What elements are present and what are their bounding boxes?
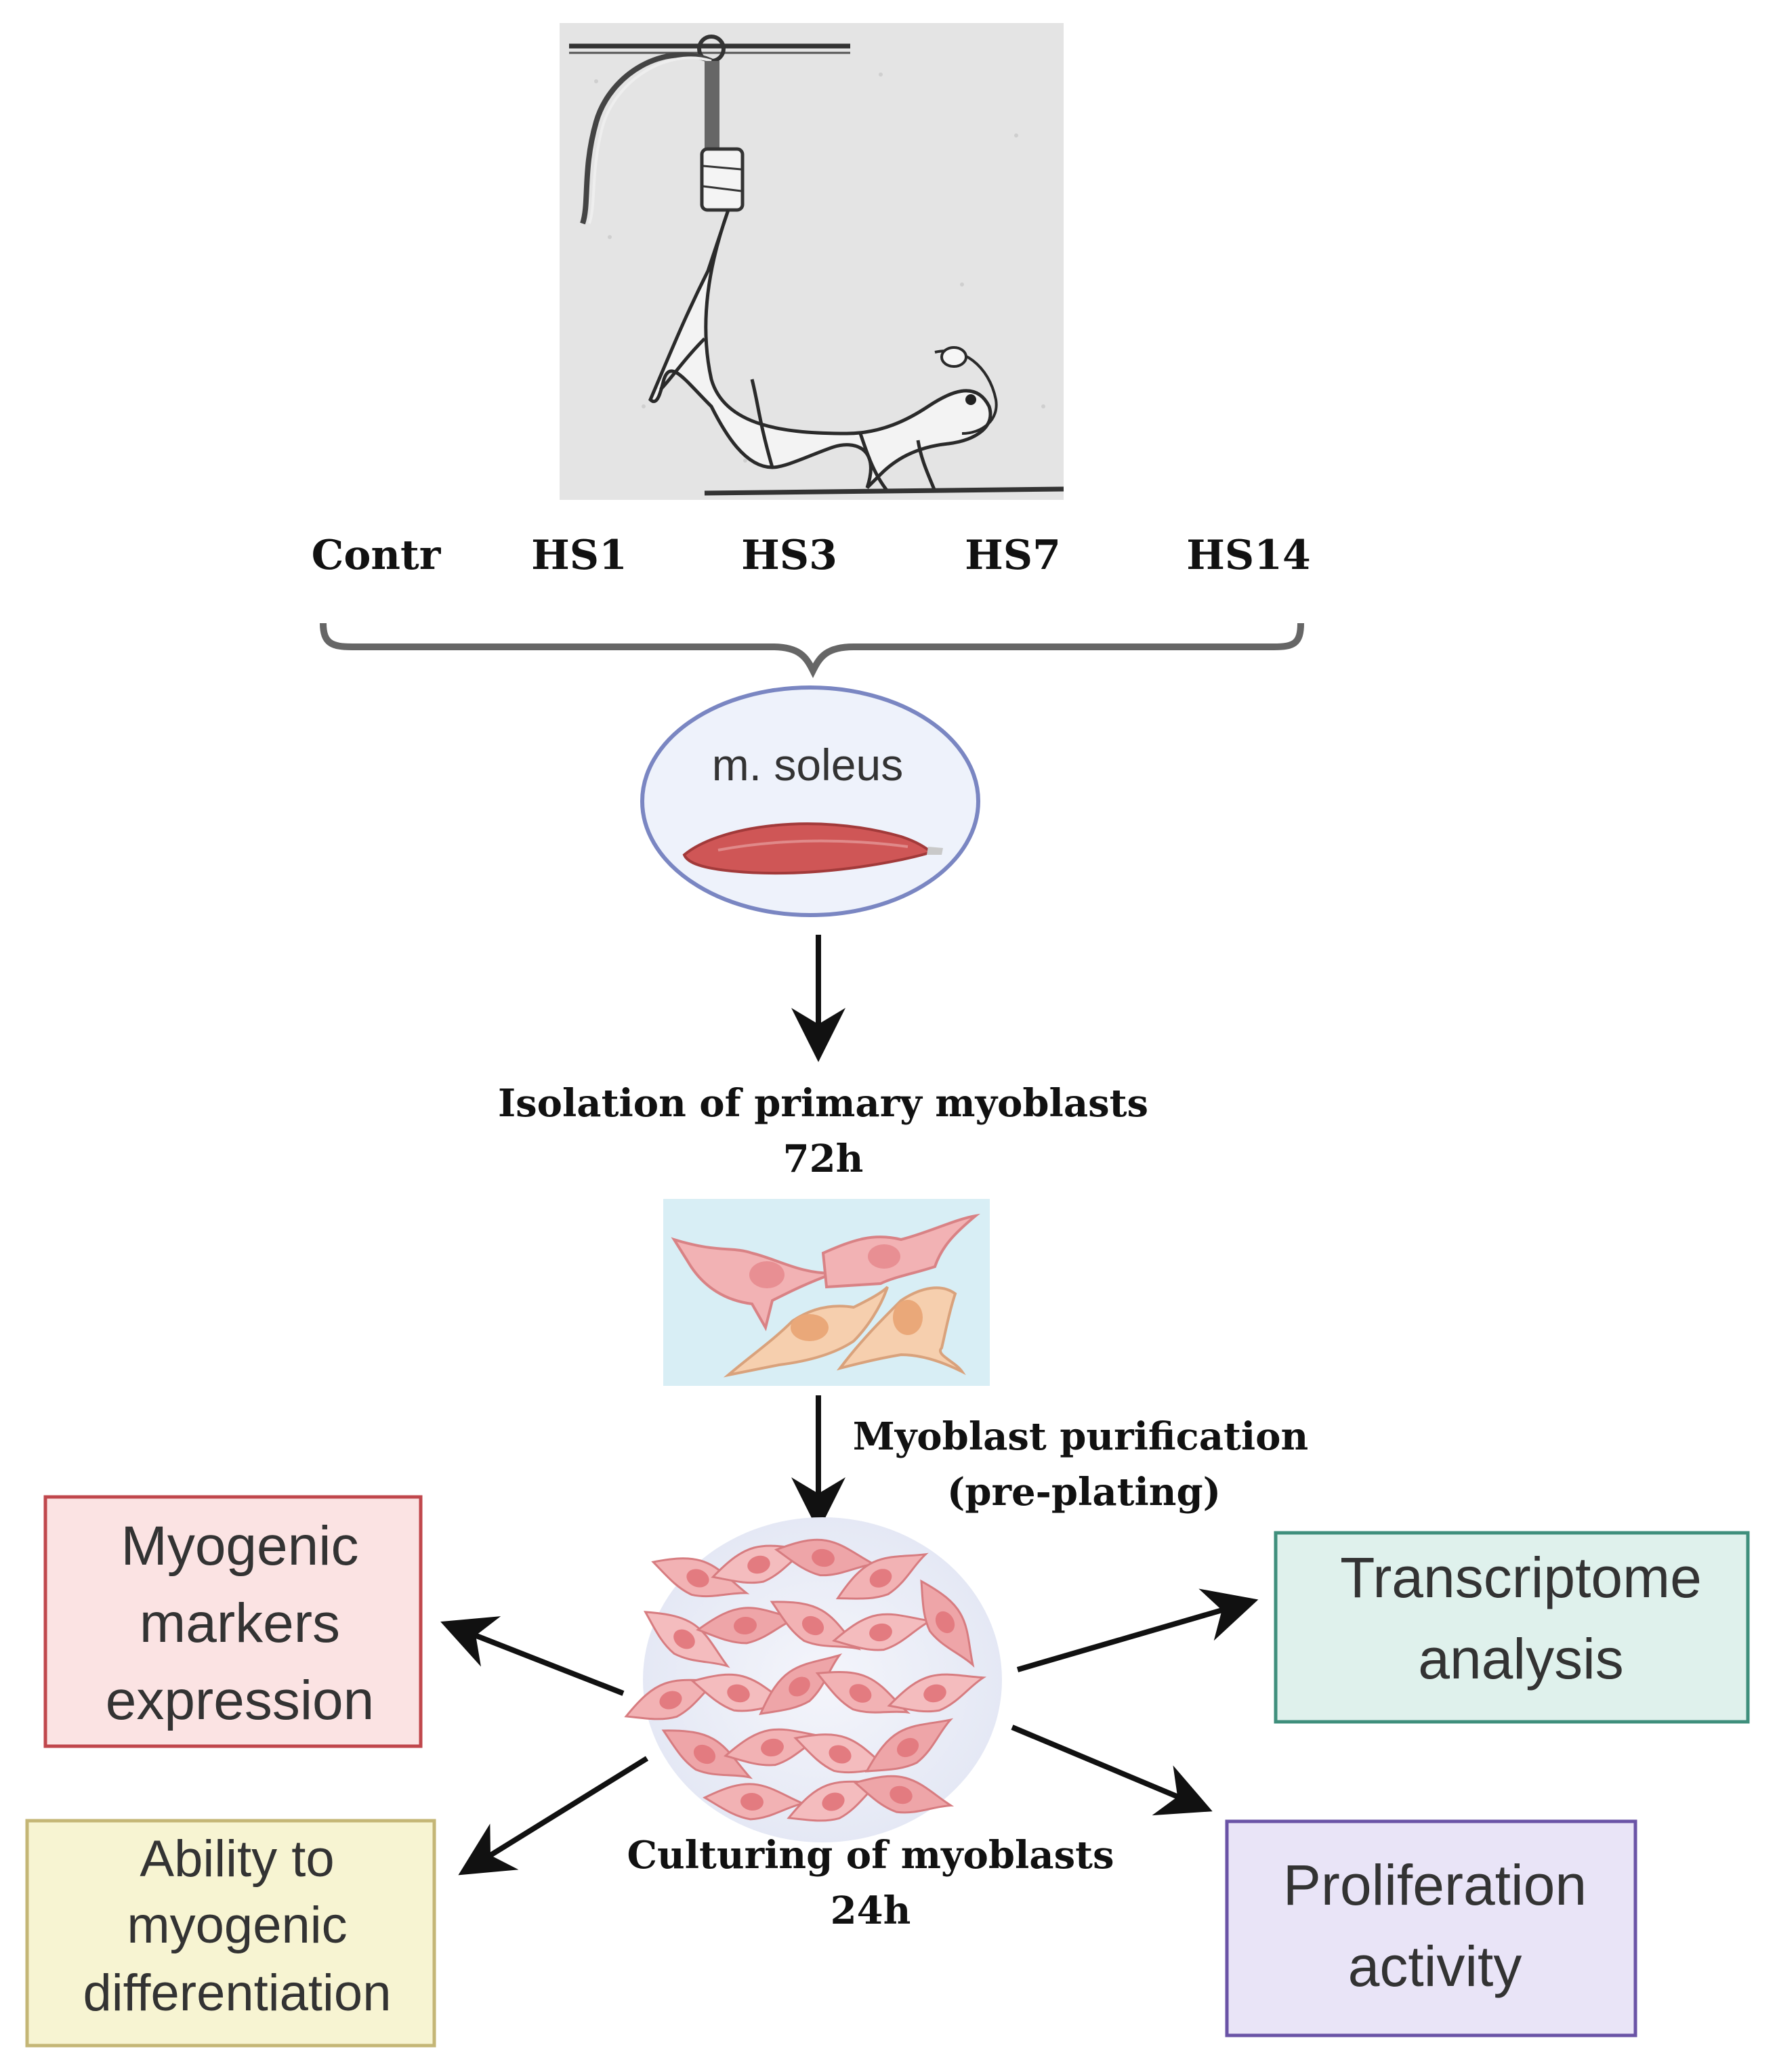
outcome-transcriptome-box: Transcriptome analysis bbox=[1274, 1531, 1750, 1724]
culture-cell bbox=[887, 1673, 987, 1713]
arrow-to-markers bbox=[440, 1616, 625, 1696]
culture-cell bbox=[643, 1611, 730, 1668]
myoblast-cells-icon bbox=[663, 1199, 990, 1386]
culture-cell bbox=[624, 1678, 721, 1720]
outcome-text: myogenic bbox=[127, 1897, 347, 1954]
arrow-to-proliferation bbox=[1011, 1725, 1213, 1816]
outcome-box bbox=[1225, 1819, 1637, 2037]
culture-cell bbox=[815, 1670, 911, 1714]
culture-cell bbox=[853, 1775, 955, 1814]
culturing-step-title: Culturing of myoblasts bbox=[627, 1833, 1114, 1878]
culture-cell bbox=[759, 1653, 843, 1716]
outcome-text: Proliferation bbox=[1283, 1853, 1587, 1917]
group-label: HS1 bbox=[531, 532, 627, 579]
outcome-text: Transcriptome bbox=[1340, 1546, 1702, 1609]
outcome-markers-box: Myogenic markers expression bbox=[43, 1495, 423, 1748]
culture-cell bbox=[703, 1783, 806, 1821]
outcome-text: expression bbox=[106, 1670, 375, 1731]
outcome-box bbox=[25, 1819, 436, 2048]
experimental-groups: Contr HS1 HS3 HS7 HS14 bbox=[312, 532, 1311, 579]
outcome-box bbox=[1274, 1531, 1750, 1724]
myoblast-culture-dish-icon bbox=[624, 1517, 1002, 1842]
outcome-text: Ability to bbox=[140, 1830, 334, 1888]
arrow-to-differentiation bbox=[458, 1756, 649, 1876]
outcome-text: analysis bbox=[1418, 1627, 1623, 1691]
group-label: HS7 bbox=[965, 532, 1061, 579]
soleus-muscle-icon bbox=[682, 822, 943, 875]
outcome-box bbox=[43, 1495, 423, 1748]
group-label: HS3 bbox=[741, 532, 837, 579]
isolation-step-title: Isolation of primary myoblasts bbox=[498, 1081, 1148, 1126]
culturing-step-duration: 24h bbox=[831, 1888, 911, 1933]
culture-cell bbox=[864, 1718, 954, 1773]
outcome-proliferation-box: Proliferation activity bbox=[1225, 1819, 1637, 2037]
purification-step-detail: (pre-plating) bbox=[947, 1470, 1221, 1515]
arrow-to-transcriptome bbox=[1016, 1588, 1259, 1672]
soleus-muscle-node: m. soleus bbox=[640, 685, 980, 917]
outcome-differentiation-box: Ability to myogenic differentiation bbox=[25, 1819, 436, 2048]
outcome-text: markers bbox=[140, 1592, 340, 1654]
muscle-label: m. soleus bbox=[712, 740, 903, 790]
group-label: Contr bbox=[312, 532, 442, 579]
group-brace bbox=[320, 622, 1304, 679]
culture-cell bbox=[651, 1557, 750, 1598]
outcome-text: differentiation bbox=[83, 1964, 392, 2022]
group-label: HS14 bbox=[1186, 532, 1311, 579]
culture-cell bbox=[661, 1729, 753, 1779]
culture-cell bbox=[835, 1552, 929, 1600]
outcome-text: Myogenic bbox=[121, 1515, 359, 1577]
rat-hindlimb-suspension-illustration bbox=[560, 23, 1064, 500]
isolation-step-duration: 72h bbox=[783, 1137, 864, 1181]
culture-cell bbox=[920, 1579, 975, 1668]
purification-step-title: Myoblast purification bbox=[853, 1414, 1308, 1459]
outcome-text: activity bbox=[1348, 1934, 1522, 1998]
culture-cell bbox=[831, 1613, 934, 1651]
